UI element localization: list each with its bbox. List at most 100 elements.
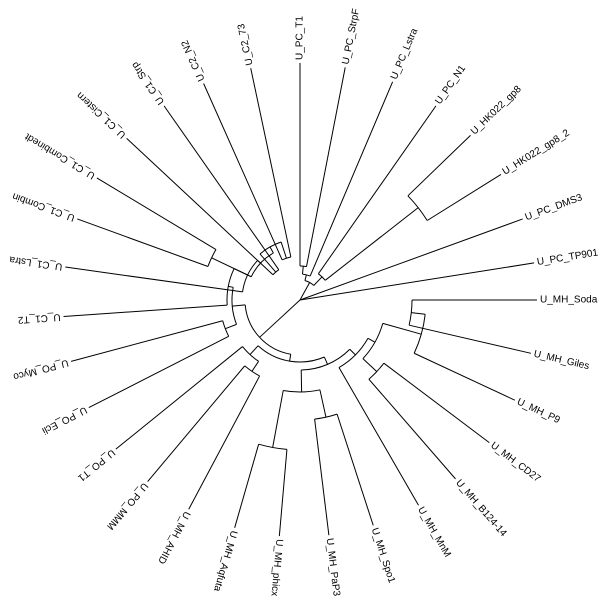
tree-branch-53 bbox=[317, 105, 437, 275]
leaf-label-25: U_PC_StrpF bbox=[341, 8, 363, 66]
leaf-label-12: U_PO_MMM bbox=[104, 480, 150, 531]
tree-branch-54 bbox=[324, 207, 419, 281]
tree-branch-3 bbox=[323, 356, 328, 365]
tree-branch-5 bbox=[367, 337, 376, 343]
tree-leaf-labels: U_MH_SodaU_MH_GilesU_MH_P9U_MH_CD27U_MH_… bbox=[8, 8, 599, 598]
leaf-label-2: U_MH_Giles bbox=[533, 349, 591, 372]
tree-branch-18 bbox=[314, 419, 330, 536]
leaf-label-13: U_PO_T1 bbox=[75, 447, 117, 484]
tree-branch-20 bbox=[278, 449, 288, 537]
tree-arc-5 bbox=[362, 323, 384, 359]
tree-branch-42 bbox=[163, 105, 280, 270]
tree-arc-6 bbox=[413, 314, 426, 354]
tree-arc-15 bbox=[222, 320, 230, 337]
tree-branch-39 bbox=[269, 246, 274, 254]
tree-branch-30 bbox=[70, 320, 223, 362]
tree-branch-24 bbox=[188, 375, 261, 510]
tree-branch-38 bbox=[96, 177, 217, 250]
tree-branch-37 bbox=[77, 218, 209, 267]
tree-branch-57 bbox=[299, 218, 523, 301]
leaf-label-5: U_MH_B124-14 bbox=[453, 478, 509, 540]
tree-branch-23 bbox=[251, 361, 260, 372]
tree-arc-20 bbox=[259, 241, 282, 255]
leaf-label-24: U_PC_T1 bbox=[295, 16, 306, 60]
tree-branch-58 bbox=[299, 262, 535, 301]
tree-arc-16 bbox=[226, 268, 235, 306]
tree-arc-25 bbox=[299, 265, 307, 268]
tree-branch-43 bbox=[280, 241, 287, 259]
tree-branch-50 bbox=[305, 67, 346, 267]
tree-branch-40 bbox=[259, 253, 277, 273]
tree-arc-22 bbox=[281, 256, 291, 261]
leaf-label-9: U_MH_phicx bbox=[268, 539, 284, 597]
tree-branch-56 bbox=[426, 173, 502, 221]
leaf-label-1: U_MH_Soda bbox=[540, 295, 598, 306]
leaf-label-11: U_MH_AHID bbox=[155, 509, 192, 565]
leaf-label-16: U_C1_T2 bbox=[17, 311, 61, 325]
tree-branch-44 bbox=[203, 83, 283, 261]
tree-branch-48 bbox=[301, 266, 304, 275]
tree-branch-7 bbox=[411, 312, 426, 315]
leaf-label-10: U_MH_Aqfuta bbox=[211, 529, 239, 593]
leaf-label-21: U_C1_Strp bbox=[129, 59, 167, 106]
leaf-label-4: U_MH_CD27 bbox=[488, 440, 542, 485]
tree-arc-7 bbox=[408, 299, 413, 326]
tree-branch-17 bbox=[336, 413, 374, 526]
tree-branch-47 bbox=[304, 274, 307, 281]
tree-branch-52 bbox=[313, 276, 323, 286]
tree-branch-10 bbox=[413, 352, 516, 401]
leaf-label-20: U_C1_Cistern bbox=[75, 89, 128, 140]
leaf-label-27: U_PC_N1 bbox=[433, 63, 468, 107]
tree-branch-2 bbox=[289, 354, 292, 362]
leaf-label-30: U_PC_DMS3 bbox=[524, 192, 585, 223]
tree-branch-55 bbox=[407, 135, 471, 197]
tree-branch-25 bbox=[147, 365, 246, 482]
tree-branch-11 bbox=[362, 358, 378, 372]
tree-branch-19 bbox=[272, 390, 284, 448]
tree-branch-21 bbox=[234, 444, 260, 528]
leaf-label-26: U_PC_Lstra bbox=[389, 26, 421, 81]
tree-arc-14 bbox=[231, 287, 237, 325]
leaf-label-14: U_PO_Ecli bbox=[40, 404, 89, 436]
tree-branch-29 bbox=[88, 335, 229, 409]
tree-arc-9 bbox=[283, 389, 321, 393]
tree-branch-16 bbox=[319, 389, 327, 418]
leaf-label-23: U_C2_73 bbox=[236, 22, 256, 66]
tree-branch-9 bbox=[409, 324, 532, 354]
leaf-label-15: U_PO_Myco bbox=[12, 357, 70, 382]
tree-branch-12 bbox=[383, 362, 490, 444]
tree-branch-31 bbox=[228, 285, 234, 288]
tree-branch-1 bbox=[259, 299, 301, 338]
leaf-label-8: U_MH_PaP3 bbox=[324, 538, 342, 598]
tree-arc-13 bbox=[244, 365, 260, 377]
tree-branch-51 bbox=[309, 81, 394, 277]
leaf-label-6: U_MH_MnM bbox=[415, 505, 453, 559]
tree-arc-19 bbox=[207, 249, 217, 267]
tree-arc-2 bbox=[257, 345, 325, 363]
tree-branch-13 bbox=[368, 378, 456, 480]
tree-branch-6 bbox=[382, 322, 422, 335]
leaf-label-28: U_HK022_gp8 bbox=[469, 84, 524, 138]
leaf-label-3: U_MH_P9 bbox=[515, 397, 562, 427]
tree-branch-45 bbox=[250, 68, 292, 258]
tree-arc-3 bbox=[301, 348, 351, 371]
tree-branch-4 bbox=[349, 348, 356, 356]
tree-branch-46 bbox=[299, 282, 311, 301]
tree-branch-28 bbox=[225, 323, 237, 330]
leaf-label-29: U_HK022_gp8_2 bbox=[501, 127, 572, 177]
tree-arc-1 bbox=[244, 304, 291, 355]
tree-branch-14 bbox=[338, 367, 419, 506]
leaf-label-31: U_PC_TP901 bbox=[536, 247, 599, 268]
tree-branch-34 bbox=[65, 266, 243, 293]
tree-branch-36 bbox=[211, 257, 252, 278]
tree-branch-27 bbox=[232, 304, 246, 307]
leaf-label-22: U_C2_N2 bbox=[179, 38, 207, 83]
tree-branch-26 bbox=[115, 346, 243, 450]
tree-arc-4 bbox=[338, 338, 369, 368]
leaf-label-19: U_C1_Combinedt bbox=[23, 131, 97, 181]
tree-branches bbox=[63, 63, 537, 537]
tree-branch-32 bbox=[63, 304, 228, 318]
leaf-label-7: U_MH_Spo1 bbox=[369, 527, 397, 585]
tree-branch-41 bbox=[126, 138, 274, 276]
